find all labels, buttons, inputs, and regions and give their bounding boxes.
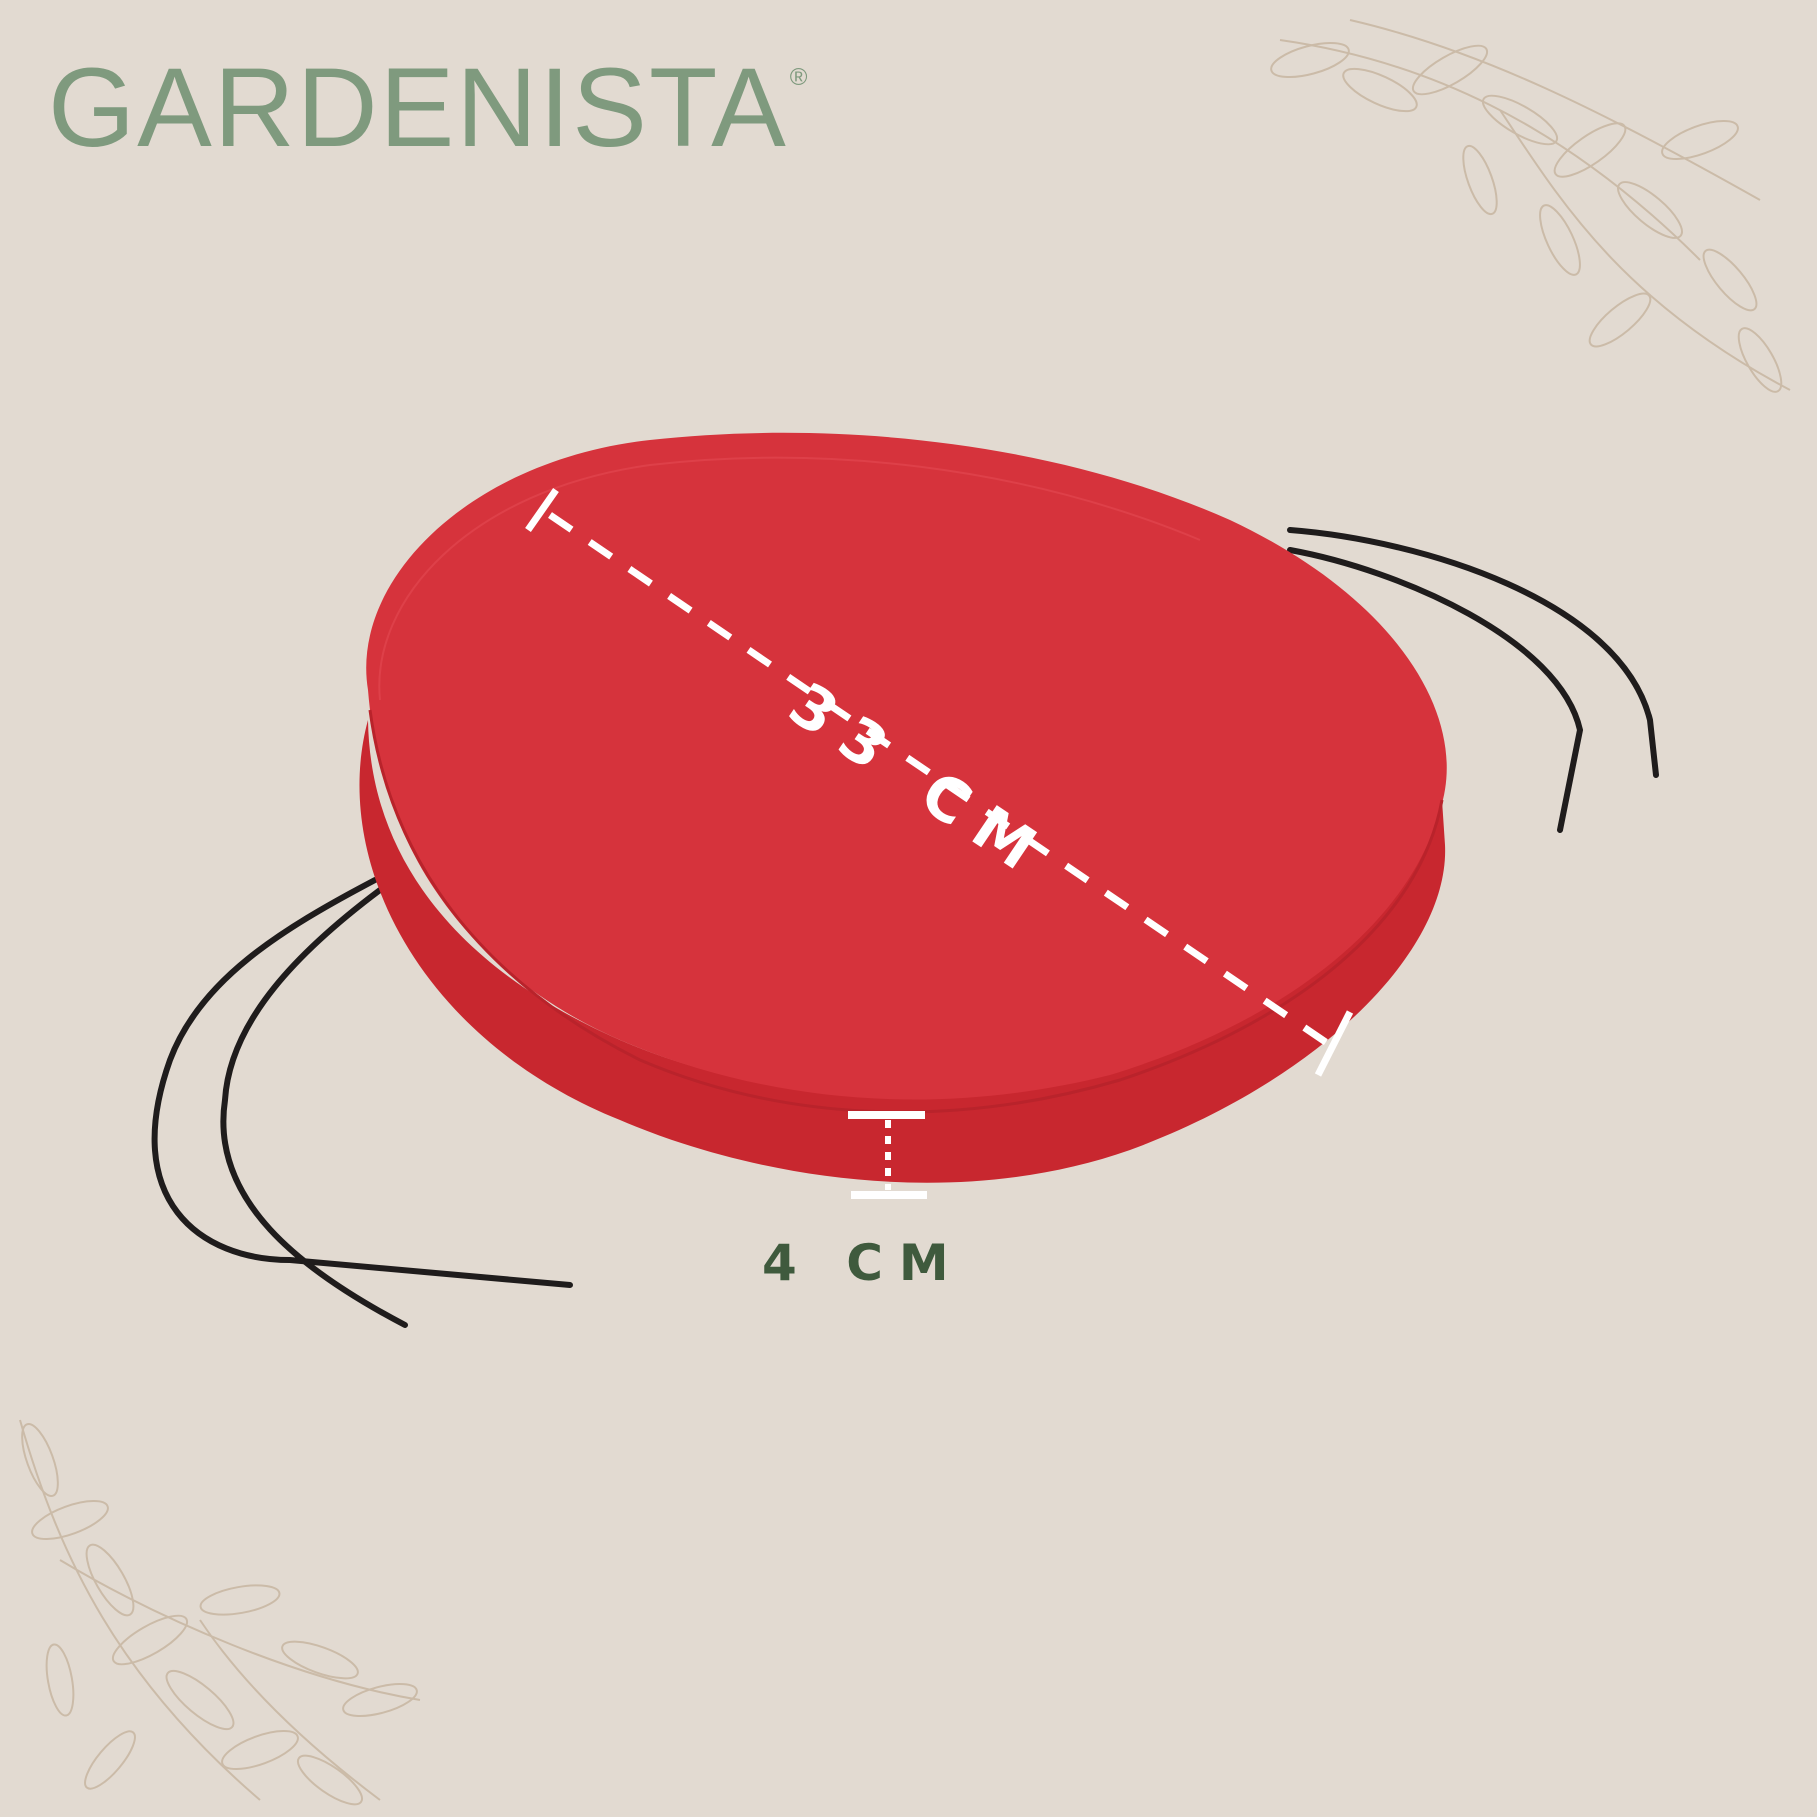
brand-name: GARDENISTA: [48, 45, 788, 170]
cushion-top: [366, 432, 1447, 1100]
round-cushion: [359, 432, 1447, 1183]
diameter-end-tick: [1314, 1010, 1354, 1077]
thickness-label: 4 CM: [762, 1234, 965, 1292]
tie-right-upper: [1287, 527, 1659, 778]
thickness-dimension: [848, 1111, 927, 1199]
diameter-dimension: [525, 487, 1354, 1077]
cushion-side: [359, 720, 1446, 1183]
cushion-ties: [151, 527, 1659, 1328]
tie-left-lower: [220, 887, 408, 1328]
diameter-start-tick: [525, 487, 559, 533]
tie-left-upper: [151, 877, 573, 1288]
registered-mark: ®: [789, 64, 810, 91]
tie-right-lower: [1287, 547, 1584, 833]
leaf-decoration-bottom-left: [19, 1419, 421, 1806]
diameter-dashed-line: [548, 512, 1332, 1048]
leaf-decoration-top-right: [1270, 19, 1791, 393]
cushion-highlight: [378, 456, 1201, 701]
brand-logo: GARDENISTA®: [48, 52, 809, 164]
